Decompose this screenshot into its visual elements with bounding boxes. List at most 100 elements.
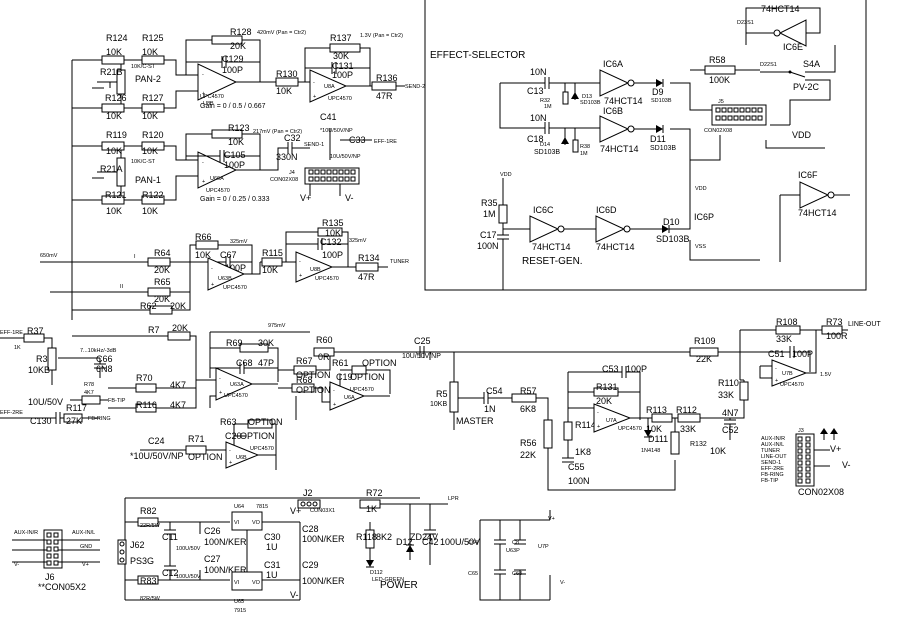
- r5-label: R5: [436, 389, 448, 399]
- c31-label: C31: [264, 560, 281, 570]
- u7b-label: U7B: [782, 371, 793, 377]
- j5-label: J5: [718, 99, 724, 105]
- svg-text:-: -: [219, 376, 221, 382]
- u66a-label: U66A: [210, 176, 224, 182]
- r124-value: 10K: [106, 47, 122, 57]
- r56-value: 22K: [520, 450, 536, 460]
- ic6f-part: 74HCT14: [798, 208, 837, 218]
- r38-value: 1M: [580, 151, 588, 157]
- u64-vo: VO: [252, 520, 261, 526]
- ps3g-label: PS3G: [130, 556, 154, 566]
- svg-text:+: +: [775, 378, 778, 384]
- reset-gen-title: RESET-GEN.: [522, 256, 583, 267]
- j6-value: **CON05X2: [38, 582, 86, 592]
- vdd-label: VDD: [792, 130, 812, 140]
- r60-value: 0R: [318, 352, 330, 362]
- eff2-return: EFF-2RE: [0, 410, 23, 416]
- mv975-label: 975mV: [268, 323, 286, 329]
- d111-label: D111: [648, 434, 668, 444]
- r78-value: 4K7: [84, 390, 94, 396]
- svg-text:-: -: [229, 448, 231, 454]
- inverter-ic6d: [595, 215, 626, 243]
- input-mv: 650mV: [40, 253, 58, 259]
- decoupling-block: C64 C65 U63P C8 C63 U7P V+ V-: [468, 510, 565, 601]
- opamp-u7b: [771, 359, 808, 387]
- r83-value: 82R/5W: [140, 596, 161, 602]
- power-title: POWER: [380, 580, 418, 591]
- u8a-label: U8A: [324, 84, 335, 90]
- u63a-label: U63A: [230, 382, 244, 388]
- pan-1-block: R119 10K R120 10K R121 10K R122 10K R21A…: [72, 112, 397, 216]
- opamp-u8a: [309, 69, 348, 103]
- aux-gnd: GND: [80, 544, 92, 550]
- pan2-u-label: U8B: [203, 101, 214, 107]
- u64-label: U64: [234, 504, 244, 510]
- r123-value: 10K: [228, 137, 244, 147]
- svg-text:-: -: [202, 160, 204, 166]
- d23-label: D23S1: [737, 20, 754, 26]
- c54-label: C54: [486, 386, 503, 396]
- r60-label: R60: [316, 335, 333, 345]
- aux-in-r: AUX-IN/R: [14, 530, 38, 536]
- d112-value: LED-GREEN: [372, 577, 404, 583]
- r61-label: R61: [332, 358, 349, 368]
- aux-connector-block: AUX-IN/R AUX-IN/L GND V- V+ J6 **CON05X2: [12, 529, 100, 592]
- eff1re-label: EFF-1RE: [374, 139, 397, 145]
- r122-value: 10K: [142, 206, 158, 216]
- r137-label: R137: [330, 33, 352, 43]
- c17-label: C17: [480, 230, 497, 240]
- u64-vi: VI: [234, 520, 240, 526]
- r128-label: R128: [230, 27, 252, 37]
- pan1-label: PAN-1: [135, 175, 161, 185]
- r66-value: 10K: [195, 250, 211, 260]
- r38-label: R38: [580, 144, 590, 150]
- u7a-label: U7A: [606, 418, 617, 424]
- r61-value: OPTION: [362, 358, 397, 368]
- r21b-value: 10K/C-ST: [131, 64, 156, 70]
- r134-label: R134: [358, 253, 380, 263]
- c30-value: 1U: [266, 542, 278, 552]
- r62-value: 20K: [170, 301, 186, 311]
- svg-text:+: +: [597, 424, 600, 430]
- decoupling-vplus: V+: [548, 516, 555, 522]
- d12-label: D12: [396, 537, 413, 547]
- connector-j3: AUX-IN/R AUX-IN/L TUNER LINE-OUT SEND-1 …: [761, 428, 851, 497]
- pan-2-block: R124 10K R125 10K R126 10K R127 10K R21B…: [71, 27, 425, 320]
- r118-value: 8K2: [376, 532, 392, 542]
- c30-label: C30: [264, 532, 281, 542]
- aux-in-l: AUX-IN/L: [72, 530, 95, 536]
- d11-label: D11: [650, 134, 666, 144]
- inverter-ic6b: [599, 115, 630, 143]
- c32-label: C32: [284, 133, 301, 143]
- r121-label: R121: [105, 190, 127, 200]
- c24-label: C24: [148, 436, 165, 446]
- j4-vplus: V+: [300, 193, 311, 203]
- r116-label: R116: [136, 400, 157, 410]
- c12-value: 100U/50V: [176, 574, 201, 580]
- r78-label: R78: [84, 382, 94, 388]
- c51-value: 100P: [792, 349, 813, 359]
- r124-label: R124: [106, 33, 128, 43]
- j3-vminus: V-: [842, 460, 851, 470]
- r108-label: R108: [776, 317, 798, 327]
- j4-label: J4: [289, 170, 295, 176]
- c67-value: 100P: [225, 263, 246, 273]
- svg-text:+: +: [202, 179, 205, 185]
- r68-label: R68: [296, 375, 313, 385]
- switch-value: PV-2C: [793, 82, 820, 92]
- reset-vdd2: VDD: [695, 186, 707, 192]
- c130-value: 10U/50V: [28, 397, 63, 407]
- r120-label: R120: [142, 130, 164, 140]
- svg-text:+: +: [202, 91, 205, 97]
- c25-value: 10U/50V/NP: [402, 353, 441, 360]
- r117-label: R117: [66, 403, 87, 413]
- r70-label: R70: [136, 373, 153, 383]
- r130-value: 10K: [276, 86, 292, 96]
- decoupling-vminus: V-: [560, 580, 565, 586]
- lpr-label: LPR: [448, 496, 459, 502]
- c20-label: C20: [225, 431, 242, 441]
- r21a-label: R21A: [100, 164, 123, 174]
- r134-value: 47R: [358, 272, 375, 282]
- u63b-label: U63B: [218, 276, 232, 282]
- c29-value: 100N/KER: [302, 576, 345, 586]
